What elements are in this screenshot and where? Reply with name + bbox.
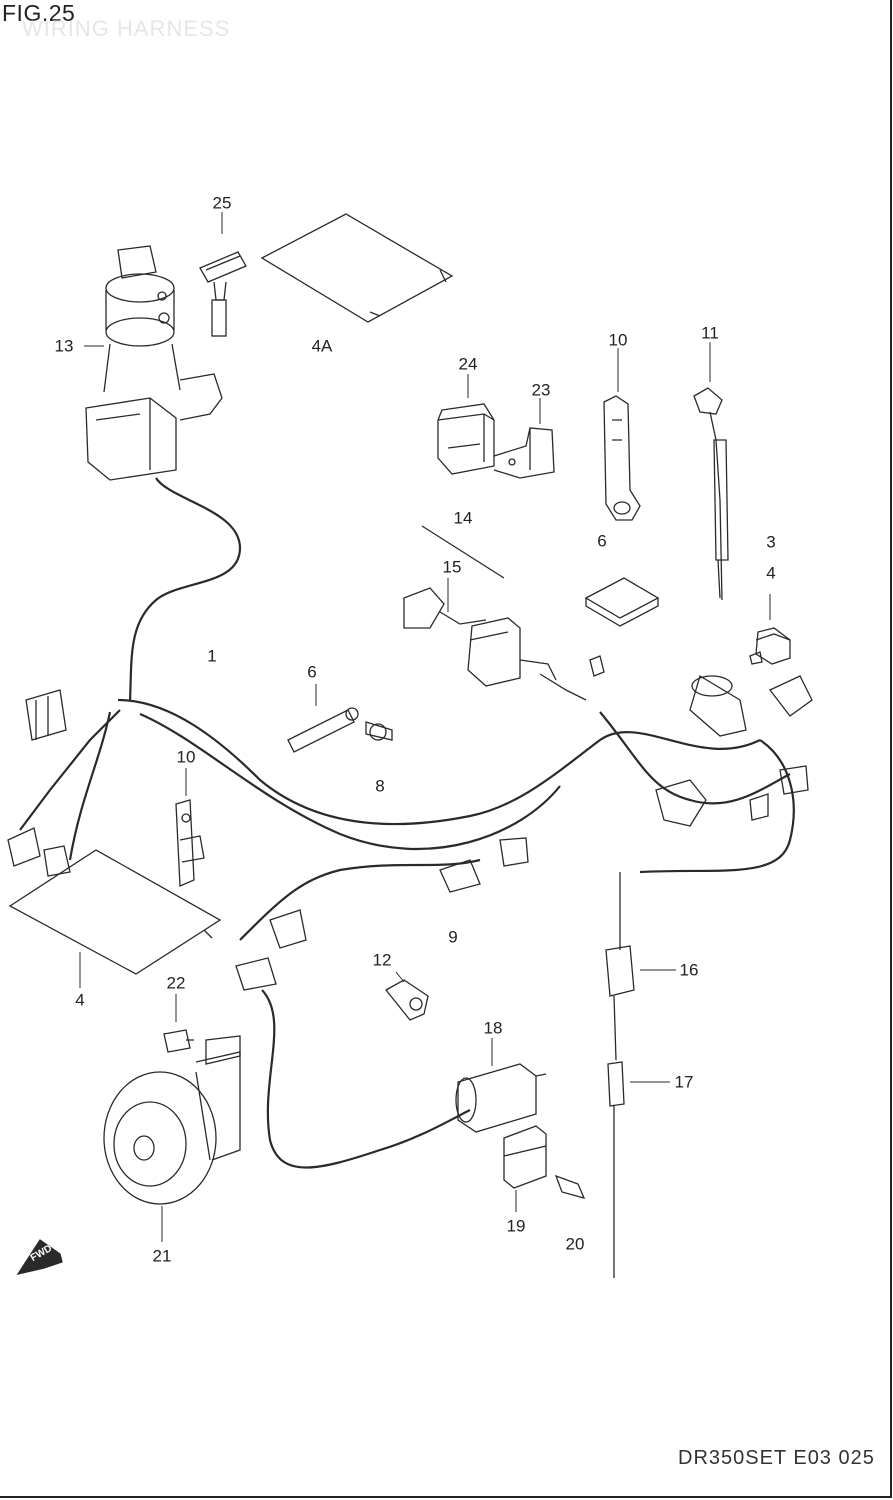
clamp-part-9: [175, 799, 205, 887]
part-number-19: 19: [506, 1216, 526, 1236]
ignition-switch-part-13: [85, 245, 223, 481]
part-number-11: 11: [701, 323, 719, 343]
leader-lines: [79, 212, 771, 1242]
wire-part-14: [421, 525, 505, 579]
part-number-7: 8: [375, 776, 385, 796]
pad-part-6: [584, 577, 660, 627]
part-number-5: 6: [307, 662, 317, 682]
part-number-13: 13: [54, 336, 74, 356]
cable-part-17: [607, 1061, 625, 1278]
sensor-part-16: [605, 872, 635, 1061]
screw-part-22: [163, 1029, 194, 1053]
clip-part-12: [385, 979, 429, 1021]
relay-part-24: [437, 403, 495, 475]
part-number-8: 9: [448, 927, 458, 947]
part-number-24: 24: [458, 354, 478, 374]
part-number-23: 23: [531, 380, 551, 400]
key-part-25: [199, 251, 247, 337]
part-number-16: 16: [679, 960, 699, 980]
part-number-12: 12: [372, 950, 392, 970]
part-number-21: 21: [152, 1246, 172, 1266]
bracket-part-23: [493, 427, 555, 479]
bolt-part-5: [287, 707, 393, 753]
part-number-18: 18: [483, 1018, 503, 1038]
part-number-22: 22: [166, 973, 186, 993]
sheet-part-4a: [260, 213, 454, 323]
bracket-part-19: [503, 1125, 547, 1189]
sensor-lead-part-11: [693, 387, 729, 601]
part-number-3: 4: [766, 563, 776, 583]
part-number-25: 25: [212, 193, 232, 213]
part-number-20: 20: [565, 1234, 585, 1254]
horn-lead: [261, 989, 471, 1169]
connector-part-15: [403, 587, 587, 701]
part-number-6: 6: [597, 531, 607, 551]
bolt-part-20: [554, 1174, 586, 1199]
strap-part-10: [603, 395, 641, 521]
switch-part-18: [455, 1063, 547, 1133]
clip-part-2-3: [749, 627, 791, 665]
sheet-part-4: [8, 849, 222, 975]
figure-subtitle: WIRING HARNESS: [22, 16, 231, 41]
fwd-arrow-icon: [16, 1239, 63, 1275]
figure-title: FIG.25: [2, 0, 76, 26]
part-number-17: 17: [674, 1072, 694, 1092]
part-number-14: 14: [453, 508, 473, 528]
part-number-4a: 4A: [311, 336, 333, 356]
horn-part-21: [103, 1035, 241, 1205]
part-number-15: 15: [442, 557, 462, 577]
part-number-2: 3: [766, 532, 776, 552]
main-harness-part-1: [7, 477, 813, 991]
part-number-10: 10: [608, 330, 628, 350]
part-number-9: 10: [176, 747, 196, 767]
part-number-4: 4: [75, 990, 85, 1010]
document-code: DR350SET E03 025: [678, 1447, 875, 1469]
part-number-1: 1: [207, 646, 217, 666]
